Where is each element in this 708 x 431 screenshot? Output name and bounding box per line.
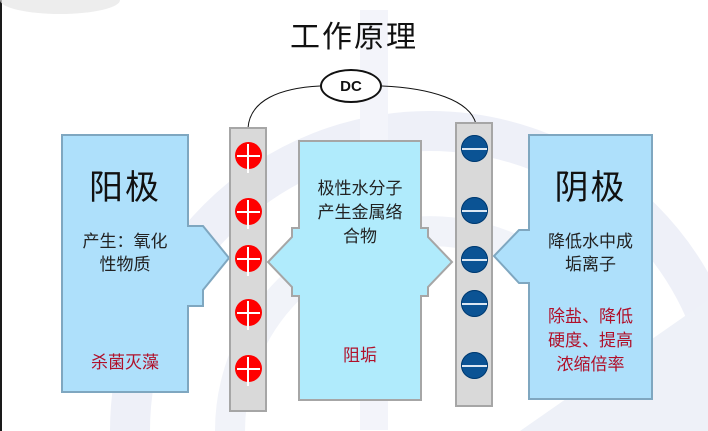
positive-ion-icon [234, 355, 262, 386]
cathode-effect: 除盐、降低 硬度、提高 浓缩倍率 [548, 307, 633, 375]
anode-box-shape [61, 134, 231, 393]
negative-ion-icon [460, 246, 488, 273]
wire-right [381, 85, 477, 125]
positive-ion-icon [234, 198, 262, 229]
positive-ion-icon [234, 245, 262, 276]
wire-left [247, 85, 321, 129]
page-title: 工作原理 [290, 20, 418, 55]
middle-description: 极性水分子 产生金属络 合物 [317, 179, 403, 247]
middle-effect: 阻垢 [343, 346, 377, 366]
negative-ion-icon [460, 290, 488, 317]
cathode-box-shape [492, 134, 653, 400]
cathode-description: 降低水中成 垢离子 [548, 232, 633, 275]
middle-box-shape [266, 140, 454, 401]
cathode-electrode [455, 122, 493, 407]
anode-description: 产生：氧化 性物质 [82, 232, 168, 275]
left-border [0, 0, 2, 431]
negative-ion-icon [460, 135, 488, 162]
positive-ion-icon [234, 142, 262, 173]
anode-effect: 杀菌灭藻 [91, 353, 159, 373]
anode-electrode [229, 127, 267, 412]
negative-ion-icon [460, 352, 488, 379]
cathode-title: 阴极 [554, 168, 627, 208]
negative-ion-icon [460, 197, 488, 224]
anode-title: 阳极 [89, 168, 161, 208]
dc-power-source: DC [320, 69, 382, 103]
positive-ion-icon [234, 299, 262, 330]
